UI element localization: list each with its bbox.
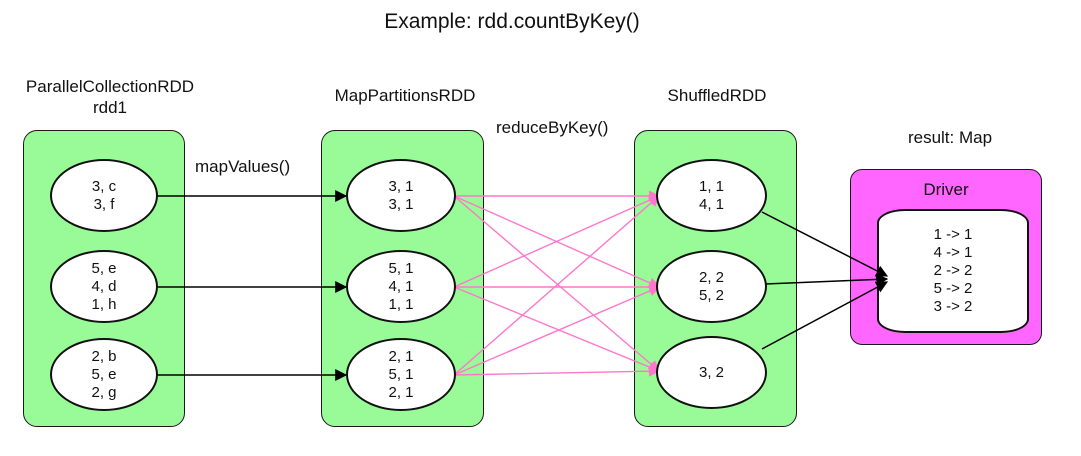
map-values-label: mapValues() [195,157,291,176]
shuffled-partition: 1, 1 4, 1 [656,159,767,232]
record: 1, 1 [698,177,725,195]
record: 5, 1 [388,365,414,383]
record: 2, 1 [388,383,414,401]
record: 5, 1 [388,259,414,277]
record: 5, e [91,365,117,383]
record: 2, 1 [388,347,414,365]
result-entry: 3 -> 2 [933,298,973,315]
record: 3, f [93,195,115,213]
result-entry: 1 -> 1 [933,226,973,243]
parallel-rdd-label: ParallelCollectionRDD rdd1 [5,76,215,118]
rdd1-partition: 5, e 4, d 1, h [50,250,158,323]
record: 3, 2 [698,363,725,381]
result-entry: 5 -> 2 [933,280,973,297]
record: 2, 2 [698,268,725,286]
record: 4, 1 [388,277,414,295]
shuffle-edge [453,195,660,376]
driver-title: Driver [923,180,969,199]
record: 1, 1 [388,295,414,313]
parallel-rdd-var: rdd1 [92,98,128,117]
parallel-rdd-name: ParallelCollectionRDD [25,77,195,96]
result-label: result: Map [907,128,993,147]
map-partition: 3, 1 3, 1 [346,159,456,232]
shuffled-partition: 3, 2 [656,336,767,409]
rdd1-partition: 3, c 3, f [50,159,158,232]
rdd1-partition: 2, b 5, e 2, g [50,338,158,411]
record: 5, 2 [698,286,725,304]
record: 4, 1 [698,195,725,213]
diagram-title: Example: rdd.countByKey() [384,10,640,33]
result-map-store: 1 -> 1 4 -> 1 2 -> 2 5 -> 2 3 -> 2 [877,209,1029,333]
result-entry: 4 -> 1 [933,244,973,261]
map-rdd-label: MapPartitionsRDD [334,86,476,105]
shuffle-edge [453,194,661,288]
shuffle-edge [453,195,661,289]
record: 3, 1 [388,195,414,213]
shuffle-edge [453,285,661,376]
record: 4, d [91,277,117,295]
result-entry: 2 -> 2 [933,262,973,279]
record: 1, h [91,295,117,313]
reduce-by-key-label: reduceByKey() [496,118,609,137]
map-partition: 5, 1 4, 1 1, 1 [346,250,456,323]
shuffled-rdd-label: ShuffledRDD [667,86,767,105]
record: 3, 1 [388,177,414,195]
map-partition: 2, 1 5, 1 2, 1 [346,338,456,411]
record: 2, g [91,383,117,401]
shuffle-edge [453,195,660,372]
shuffled-partition: 2, 2 5, 2 [656,250,767,323]
record: 5, e [91,259,117,277]
record: 3, c [91,177,117,195]
record: 2, b [91,347,117,365]
shuffle-edge [453,365,661,377]
shuffle-edge [453,286,661,373]
